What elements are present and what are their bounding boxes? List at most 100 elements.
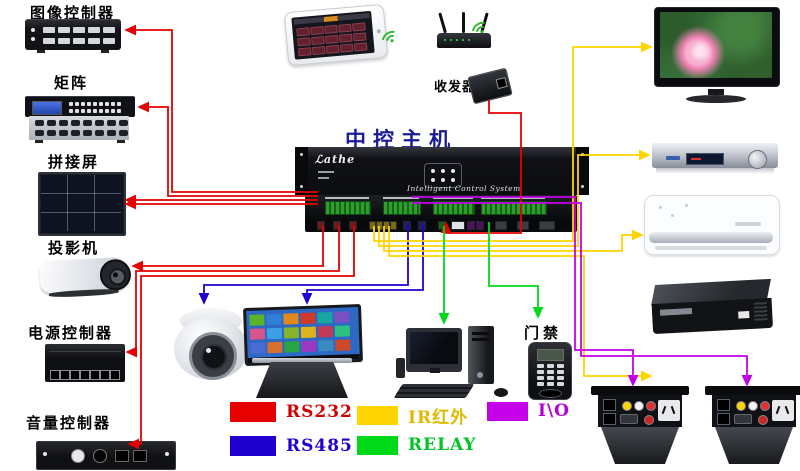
touch-panel-tablet — [283, 3, 389, 67]
legend-item-ir: IR红外 — [357, 403, 468, 428]
dvd-body — [652, 142, 778, 169]
host-port — [403, 221, 411, 230]
tv-screen — [660, 12, 772, 78]
access-sensor — [539, 389, 562, 398]
access-control-device — [528, 342, 572, 400]
camera-lens — [201, 344, 227, 370]
indicator-dot — [31, 37, 35, 41]
label-projector: 投影机 — [48, 239, 100, 257]
label-matrix: 矩阵 — [54, 74, 89, 92]
rj45-port — [717, 399, 730, 411]
wifi-icon — [381, 30, 395, 43]
desktop-socket-box-2 — [705, 386, 800, 464]
access-screen — [537, 349, 564, 361]
dome-camera-device — [172, 306, 250, 390]
label-volume-controller: 音量控制器 — [26, 414, 112, 432]
host-port — [438, 221, 446, 230]
host-port — [333, 221, 341, 230]
dvd-player-device — [652, 139, 778, 176]
host-port — [517, 221, 529, 230]
host-port — [317, 221, 325, 230]
legend-label: RS232 — [286, 402, 353, 422]
host-port — [476, 221, 484, 230]
legend-label: IR红外 — [408, 408, 469, 428]
volume-port — [133, 450, 147, 462]
rca-port-yellow — [622, 401, 632, 411]
computer-speaker — [396, 358, 405, 378]
host-port — [467, 221, 475, 230]
matrix-lcd — [32, 101, 62, 115]
host-port — [539, 221, 555, 230]
router-antenna — [462, 12, 465, 33]
socket-port-panel — [712, 395, 796, 427]
legend-swatch — [357, 406, 398, 425]
dvd-display — [686, 153, 724, 165]
projector-lens — [99, 258, 132, 292]
desktop-socket-box-1 — [591, 386, 689, 464]
socket-port-panel — [598, 395, 682, 427]
legend-swatch — [487, 401, 528, 421]
host-logo: ℒathe — [315, 153, 356, 166]
router-antenna — [438, 12, 447, 34]
power-socket — [658, 400, 680, 421]
wire-relay-host-to-access-control — [488, 222, 544, 319]
legend-swatch — [357, 435, 398, 455]
video-wall-screen — [41, 175, 123, 233]
volume-knob — [71, 449, 85, 463]
host-port — [418, 221, 426, 230]
legend-item-io: I\O — [487, 401, 570, 421]
lift-monitor-device — [242, 303, 363, 398]
transceiver-device — [467, 67, 513, 105]
host-port — [495, 221, 507, 230]
wire-rs485-host-to-lift-monitor — [301, 226, 424, 305]
indicator-dot — [31, 28, 35, 32]
matrix-device — [25, 96, 135, 144]
host-subtitle: Intelligent Control System — [407, 184, 521, 193]
host-port — [390, 221, 397, 230]
wire-rs232-host-to-projector — [131, 226, 324, 272]
computer-mouse — [494, 388, 508, 397]
legend-item-rs485: RS485 — [230, 436, 353, 456]
legend-item-rs232: RS232 — [230, 402, 353, 422]
rj45-port — [603, 413, 616, 425]
label-video-wall: 拼接屏 — [48, 153, 100, 171]
terminal-block — [325, 201, 371, 215]
volume-port-round — [93, 449, 107, 463]
central-host-back-panel — [305, 195, 577, 232]
volume-controller-device — [36, 441, 176, 470]
rj45-port — [603, 399, 616, 411]
tv-frame — [654, 7, 780, 87]
rca-port-red — [760, 401, 770, 411]
terminal-block — [481, 201, 547, 215]
projector-device — [39, 255, 132, 300]
power-controller-device — [45, 344, 125, 382]
terminal-block — [383, 201, 421, 215]
rj45-port — [717, 413, 730, 425]
video-wall-device — [38, 172, 126, 236]
power-button — [644, 415, 654, 425]
computer-monitor — [406, 328, 462, 373]
computer-tower — [468, 326, 494, 384]
legend-item-relay: RELAY — [357, 435, 477, 455]
legend-label: I\O — [538, 401, 570, 421]
label-access-control: 门禁 — [524, 324, 563, 342]
host-port — [376, 221, 383, 230]
air-conditioner-device — [644, 195, 780, 255]
matrix-front-panel — [25, 96, 135, 117]
terminal-block — [433, 201, 475, 215]
host-port — [349, 221, 357, 230]
transceiver-port — [495, 77, 508, 90]
tv-device — [654, 7, 780, 107]
power-button — [758, 415, 768, 425]
image-controller-device — [25, 19, 121, 53]
host-port-row — [305, 219, 577, 230]
vga-port — [734, 414, 752, 424]
label-power-controller: 电源控制器 — [28, 324, 114, 342]
legend-label: RS485 — [286, 436, 353, 456]
wire-rs232-host-to-matrix — [137, 101, 318, 197]
lift-monitor-screen — [243, 303, 363, 367]
rca-port-yellow — [736, 401, 746, 411]
central-host-front-panel: ℒathe Intelligent Control System — [295, 147, 589, 195]
rca-port-white — [634, 401, 644, 411]
